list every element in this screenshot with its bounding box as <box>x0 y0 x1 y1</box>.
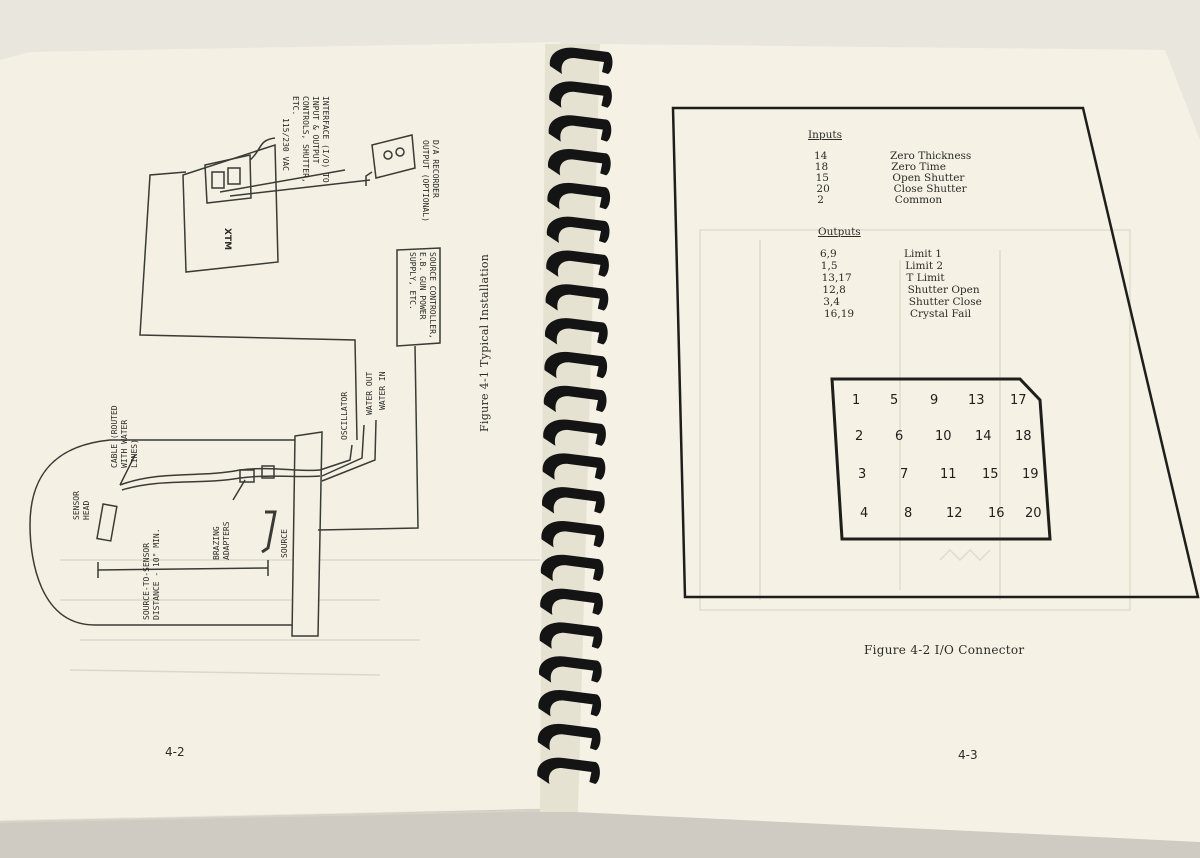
input-pin: 2 <box>817 194 824 206</box>
binding-coil <box>547 182 611 210</box>
source-label: SOURCE <box>280 529 289 558</box>
input-pin: 20 <box>816 183 830 195</box>
connector-pin: 2 <box>855 429 864 444</box>
output-label: Crystal Fail <box>910 308 972 320</box>
connector-pin: 11 <box>940 467 957 482</box>
input-label: Zero Thickness <box>890 150 972 162</box>
io-connector-outline <box>830 377 1052 541</box>
output-label: T Limit <box>906 272 945 284</box>
binding-coil <box>540 588 603 615</box>
figure-4-2-border <box>671 106 1200 599</box>
connector-pin: 9 <box>930 393 939 408</box>
output-pin: 3,4 <box>823 296 840 308</box>
output-pin: 6,9 <box>820 248 837 260</box>
input-pin: 18 <box>814 161 829 173</box>
outputs-heading: Outputs <box>818 226 861 238</box>
distance-label: SOURCE-TO-SENSOR DISTANCE - 10" MIN. <box>142 528 161 620</box>
output-pin: 12,8 <box>822 284 846 296</box>
binding-coil <box>548 115 612 142</box>
binding-coil <box>546 216 610 244</box>
recorder-box <box>371 134 416 179</box>
binding-coil <box>549 47 613 74</box>
binding-coil <box>545 318 608 345</box>
input-label: Common <box>894 194 943 206</box>
connector-pin: 15 <box>982 467 999 482</box>
power-label: 115/230 VAC <box>281 118 290 171</box>
output-label: Limit 1 <box>904 248 942 260</box>
input-label: Zero Time <box>891 161 946 173</box>
connector-pin: 6 <box>895 429 904 444</box>
output-label: Shutter Open <box>907 284 980 296</box>
binding-coil <box>540 554 604 582</box>
connector-pin: 12 <box>946 506 963 521</box>
sensor-head-label: SENSOR HEAD <box>72 491 91 520</box>
connector-pin: 7 <box>900 467 909 482</box>
binding-coil <box>539 622 603 649</box>
input-label: Open Shutter <box>892 172 965 184</box>
connector-pin: 8 <box>904 506 913 521</box>
figure-4-2-caption: Figure 4-2 I/O Connector <box>864 643 1025 657</box>
oscillator-label: OSCILLATOR <box>340 391 349 440</box>
water-in-label: WATER IN <box>378 371 387 410</box>
input-label: Close Shutter <box>893 183 967 195</box>
binding-coil <box>548 149 611 176</box>
binding-coil <box>542 453 606 480</box>
xtm-label: XTM <box>222 228 232 251</box>
vacuum-chamber <box>29 439 300 626</box>
recorder-label: D/A RECORDER OUTPUT (OPTIONAL) <box>421 140 440 222</box>
connector-pin: 18 <box>1015 429 1032 444</box>
connector-pin: 5 <box>890 393 899 408</box>
binding-coil <box>539 656 602 683</box>
left-page-number: 4-2 <box>165 745 185 759</box>
source-shape <box>261 510 277 554</box>
connector-pin: 20 <box>1025 506 1042 521</box>
connector-pin: 19 <box>1022 467 1039 482</box>
output-label: Limit 2 <box>905 260 944 272</box>
connector-pin: 17 <box>1010 393 1027 408</box>
input-pin: 14 <box>814 150 828 162</box>
right-page <box>575 44 1200 842</box>
binding-coil <box>537 723 601 751</box>
output-pin: 1,5 <box>820 260 838 272</box>
output-label: Shutter Close <box>908 296 982 308</box>
binding-coil <box>549 81 612 108</box>
xtm-unit <box>182 143 279 273</box>
connector-pin: 3 <box>858 467 867 482</box>
connector-pin: 16 <box>988 506 1005 521</box>
figure-4-1-caption: Figure 4-1 Typical Installation <box>478 253 491 432</box>
binding-coil <box>544 351 608 379</box>
binding-coil <box>537 757 600 784</box>
interface-label: INTERFACE (I/O) TO INPUT & OUTPUT CONTRO… <box>291 96 330 183</box>
right-page-number: 4-3 <box>958 748 978 762</box>
output-pin: 16,19 <box>824 308 855 320</box>
binding-coil <box>543 385 607 413</box>
connector-pin: 4 <box>860 506 869 521</box>
connector-pin: 13 <box>968 393 985 408</box>
binding-coil <box>541 520 605 548</box>
cable-label: CABLE (ROUTED WITH WATER LINES) <box>110 405 139 468</box>
binding-coil <box>542 487 605 514</box>
source-controller-label: SOURCE CONTROLLER, E.B. GUN POWER SUPPLY… <box>408 252 437 339</box>
binding-coil <box>543 419 606 446</box>
binding-coil <box>545 284 609 311</box>
binding-coil <box>538 690 602 717</box>
input-pin: 15 <box>815 172 829 184</box>
connector-pin: 10 <box>935 429 952 444</box>
binding-coil <box>546 250 609 277</box>
inputs-heading: Inputs <box>808 129 843 141</box>
source-controller-box <box>396 247 441 347</box>
water-out-label: WATER OUT <box>365 371 374 415</box>
connector-pin: 1 <box>852 393 861 408</box>
connector-pin: 14 <box>975 429 992 444</box>
brazing-adapters-label: BRAZING ADAPTERS <box>212 521 231 560</box>
output-pin: 13,17 <box>821 272 852 284</box>
